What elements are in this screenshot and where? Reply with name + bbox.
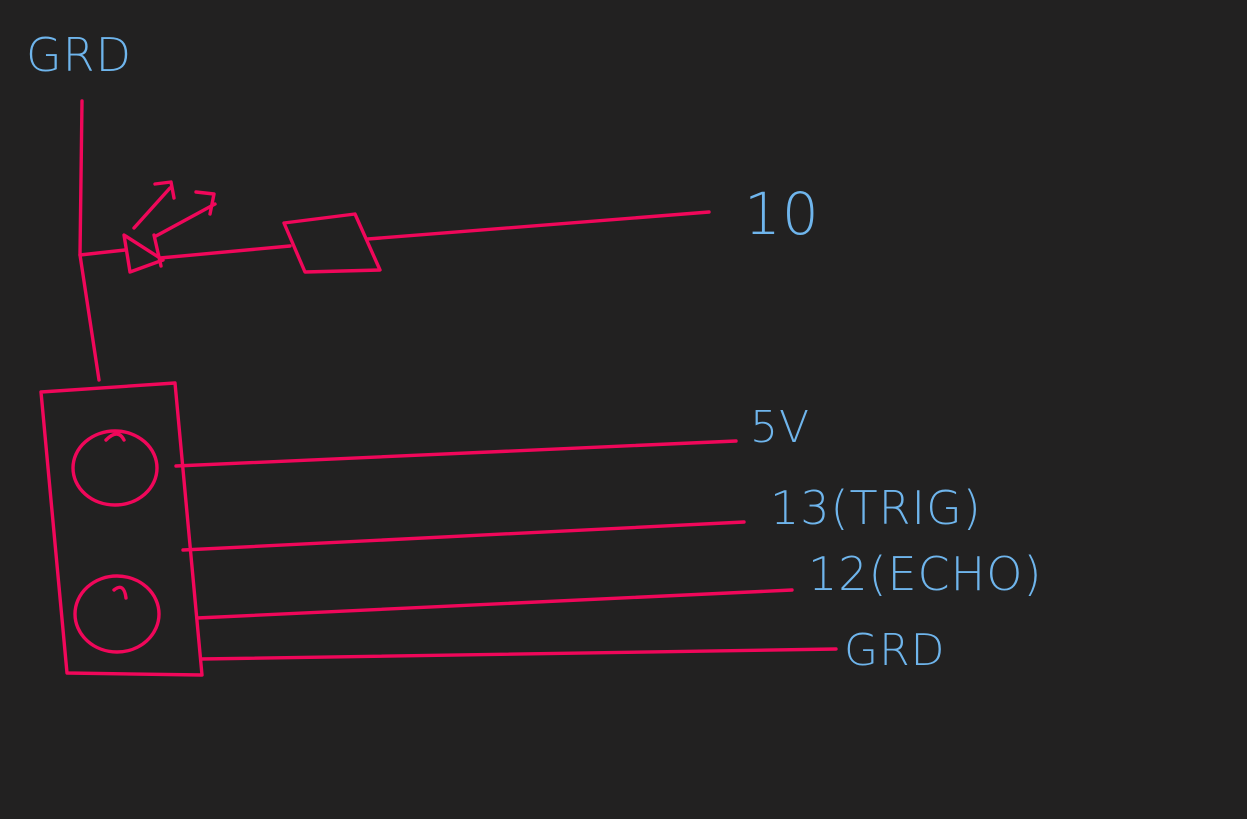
- led-cathode-bar: [152, 233, 163, 268]
- ground-wire-vertical: [78, 99, 101, 382]
- led: [122, 180, 217, 274]
- top-ground-label: GRD: [26, 28, 132, 82]
- led-light-arrow-2: [154, 190, 217, 238]
- transducer-bottom: [73, 574, 161, 654]
- ultrasonic-sensor: [39, 381, 204, 677]
- vcc-wire: [174, 439, 738, 468]
- transducer-bottom-mark: [112, 585, 128, 600]
- led-ground-wire: [78, 248, 127, 257]
- pin-labels: GRD 10 5V 13(TRIG) 12(ECHO) GRD: [26, 28, 1042, 676]
- transducer-top-mark: [104, 432, 126, 442]
- led-body: [122, 233, 165, 274]
- vcc-label: 5V: [750, 402, 810, 453]
- led-resistor-wire: [158, 244, 292, 260]
- led-light-arrow-1: [132, 180, 176, 230]
- trig-wire: [181, 520, 746, 552]
- ground-wire-sensor: [199, 647, 838, 661]
- sensor-body: [39, 381, 204, 677]
- resistor: [282, 212, 382, 274]
- transducer-top: [71, 429, 159, 507]
- led-pin-label: 10: [744, 180, 820, 248]
- echo-wire: [195, 588, 794, 620]
- resistor-body: [282, 212, 382, 274]
- echo-label: 12(ECHO): [808, 547, 1042, 601]
- pin10-wire: [366, 210, 711, 241]
- bottom-ground-label: GRD: [844, 625, 946, 676]
- trig-label: 13(TRIG): [770, 481, 982, 535]
- wires: [78, 99, 838, 661]
